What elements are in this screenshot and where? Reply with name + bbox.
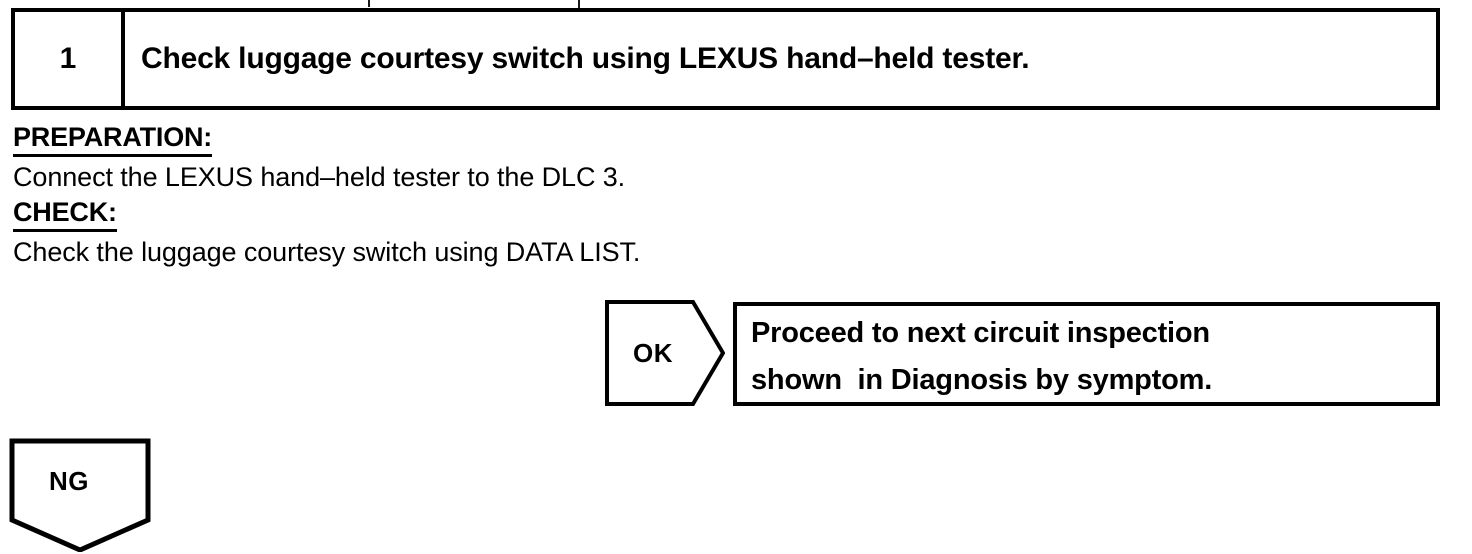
scan-artifact-mark — [368, 0, 370, 7]
ng-branch-pennant: NG — [9, 438, 151, 552]
ok-branch-pennant: OK — [605, 300, 725, 406]
step-title: Check luggage courtesy switch using LEXU… — [141, 42, 1030, 75]
scan-artifact-mark — [578, 0, 580, 8]
step-title-cell: Check luggage courtesy switch using LEXU… — [125, 12, 1436, 106]
instruction-group-check: CHECK: Check the luggage courtesy switch… — [13, 197, 913, 269]
step-number: 1 — [59, 42, 77, 75]
step-table: 1 Check luggage courtesy switch using LE… — [11, 8, 1440, 110]
ng-branch-label: NG — [49, 465, 89, 496]
preparation-text: Connect the LEXUS hand–held tester to th… — [13, 162, 626, 192]
ok-pennant-shape — [605, 300, 725, 406]
step-number-cell: 1 — [15, 12, 125, 106]
preparation-heading: PREPARATION: — [13, 122, 212, 157]
check-heading: CHECK: — [13, 197, 117, 232]
ok-branch-label: OK — [633, 337, 673, 368]
instruction-group-preparation: PREPARATION: Connect the LEXUS hand–held… — [13, 122, 913, 194]
ok-result-box: Proceed to next circuit inspection shown… — [733, 302, 1440, 406]
ok-result-line-2: shown in Diagnosis by symptom. — [751, 364, 1213, 396]
check-text: Check the luggage courtesy switch using … — [13, 237, 641, 267]
instruction-block: PREPARATION: Connect the LEXUS hand–held… — [13, 122, 913, 272]
ng-pennant-shape — [9, 438, 151, 552]
ok-result-line-1: Proceed to next circuit inspection — [751, 317, 1210, 349]
